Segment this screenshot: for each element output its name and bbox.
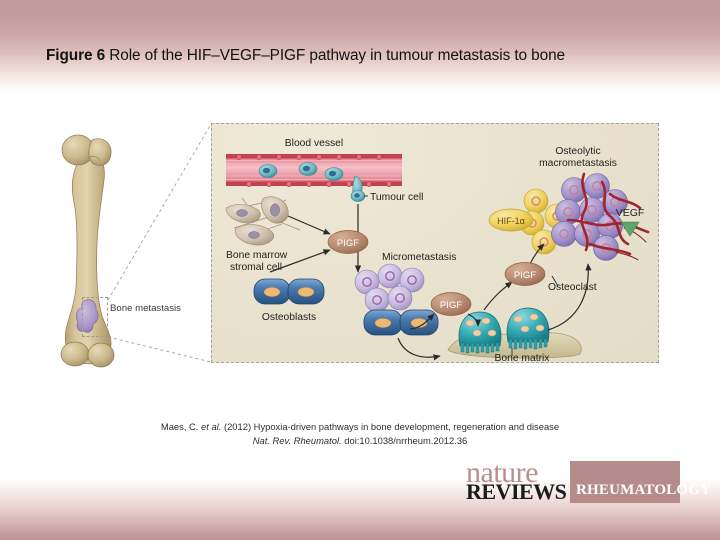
micrometastasis-group: [354, 263, 439, 336]
pigf-label: PIGF: [337, 238, 359, 249]
hif1a-label: HIF-1α: [497, 216, 525, 226]
bone-matrix-label: Bone matrix: [495, 353, 551, 363]
pathway-diagram-panel: PIGF PIGF PIGF HIF-1α VEGF Blo: [211, 123, 659, 363]
femur-illustration: [44, 122, 194, 372]
pathway-diagram-svg: PIGF PIGF PIGF HIF-1α VEGF Blo: [225, 138, 650, 363]
osteoclast-label: Osteoclast: [548, 282, 597, 293]
caption-title: (2012) Hypoxia-driven pathways in bone d…: [221, 421, 560, 432]
pigf-label: PIGF: [440, 300, 462, 311]
figure-title-text: Role of the HIF–VEGF–PIGF pathway in tum…: [105, 47, 565, 64]
pigf-badge-osteoclast: PIGF: [504, 262, 546, 286]
journal-badge-box: [570, 461, 680, 503]
osteoblasts-label: Osteoblasts: [262, 312, 316, 323]
hif1a-badge: HIF-1α: [488, 208, 534, 232]
osteoblasts-group: [253, 278, 325, 305]
caption-etal: et al.: [201, 421, 222, 432]
bone-marrow-stromal-cells-group: [225, 196, 301, 246]
osteolytic-macrometastasis-label-line2: macrometastasis: [539, 158, 617, 169]
figure-caption: Maes, C. et al. (2012) Hypoxia-driven pa…: [0, 420, 720, 447]
macrometastasis-group: [519, 172, 650, 261]
caption-authors: Maes, C.: [160, 421, 202, 432]
metastasis-callout-box: [82, 297, 108, 337]
caption-journal: Nat. Rev. Rheumatol.: [252, 434, 342, 446]
vegf-label: VEGF: [616, 207, 645, 219]
figure-number: Figure 6: [46, 47, 106, 64]
bone-metastasis-label: Bone metastasis: [110, 303, 181, 314]
pigf-badge-osteoblast: PIGF: [430, 292, 472, 316]
osteolytic-macrometastasis-label-line1: Osteolytic: [555, 146, 600, 157]
top-gradient-band: [0, 0, 720, 92]
blood-vessel-group: [226, 154, 402, 202]
osteoclasts-group: [458, 307, 550, 354]
tumour-cell-label: Tumour cell: [370, 192, 423, 203]
vegf-triangle-icon: [620, 221, 640, 237]
caption-doi: doi:10.1038/nrrheum.2012.36: [341, 434, 468, 446]
logo-reviews-text: REVIEWS: [466, 479, 567, 504]
page-title: Figure 6 Role of the HIF–VEGF–PIGF pathw…: [46, 47, 686, 65]
nature-reviews-logo: nature REVIEWS RHEUMATOLOGY: [466, 456, 711, 505]
logo-journal-text: RHEUMATOLOGY: [576, 482, 712, 498]
vegf-marker: VEGF: [616, 207, 645, 237]
bone-marrow-stromal-cell-label-line1: Bone marrow: [226, 250, 288, 261]
pigf-badge-stromal: PIGF: [327, 230, 369, 254]
caption-line-2: Nat. Rev. Rheumatol. doi:10.1038/nrrheum…: [0, 434, 720, 448]
pigf-label: PIGF: [514, 270, 536, 281]
blood-vessel-label: Blood vessel: [285, 138, 343, 149]
caption-line-1: Maes, C. et al. (2012) Hypoxia-driven pa…: [0, 420, 720, 434]
bone-marrow-stromal-cell-label-line2: stromal cell: [230, 262, 282, 273]
micrometastasis-label: Micrometastasis: [382, 252, 456, 263]
logo-nature-text: nature: [466, 456, 538, 489]
